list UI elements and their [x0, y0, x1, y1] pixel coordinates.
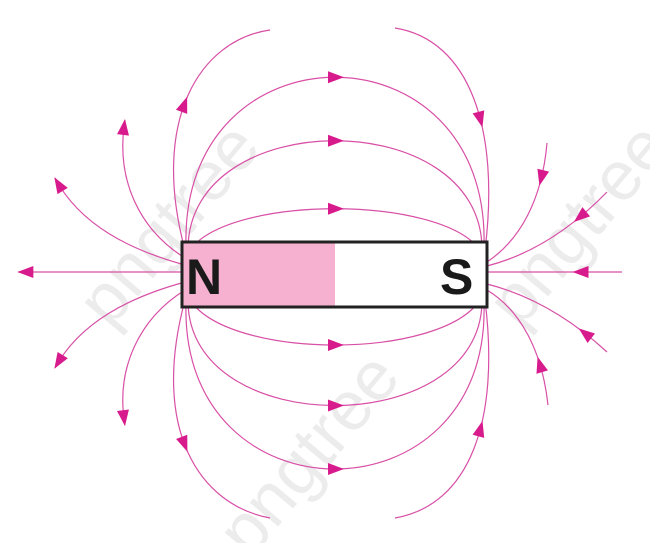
arrow-head-icon — [117, 409, 129, 427]
field-line — [486, 142, 548, 263]
field-line — [172, 29, 271, 251]
field-line — [394, 27, 490, 251]
arrow-head-icon — [578, 328, 595, 343]
arrow-head-icon — [327, 463, 344, 476]
arrow-head-icon — [327, 134, 344, 147]
watermark: pngtree pngtree pngtree — [62, 108, 650, 543]
south-label: S — [440, 249, 473, 305]
magnet-border — [180, 240, 489, 309]
arrow-head-icon — [573, 207, 591, 223]
field-line — [172, 299, 271, 519]
arrow-head-icon — [327, 399, 344, 412]
field-line — [54, 281, 186, 369]
north-pole — [182, 242, 335, 307]
arrow-head-icon — [327, 202, 344, 215]
arrow-head-icon — [175, 96, 188, 114]
arrow-head-icon — [572, 266, 589, 278]
watermark-text: pngtree — [202, 338, 414, 543]
arrow-head-icon — [472, 110, 485, 128]
arrow-head-icon — [54, 177, 68, 195]
watermark-text: pngtree — [472, 108, 650, 340]
arrow-head-icon — [176, 434, 188, 452]
field-line — [122, 289, 186, 426]
field-line — [122, 119, 186, 259]
north-label: N — [186, 249, 222, 305]
arrow-head-icon — [536, 356, 548, 374]
bar-magnet: N S — [180, 240, 489, 309]
arrow-head-icon — [537, 168, 550, 186]
south-pole — [335, 242, 487, 307]
field-arrows — [17, 71, 595, 476]
arrow-head-icon — [117, 118, 129, 136]
arrow-head-icon — [327, 71, 344, 84]
arrow-head-icon — [54, 351, 68, 369]
field-line — [54, 177, 186, 266]
field-line — [486, 191, 608, 267]
field-line — [486, 289, 549, 406]
arrow-head-icon — [17, 266, 34, 278]
arrow-head-icon — [327, 339, 344, 352]
arrow-head-icon — [472, 420, 485, 438]
field-line — [486, 283, 608, 353]
field-line — [394, 299, 490, 519]
